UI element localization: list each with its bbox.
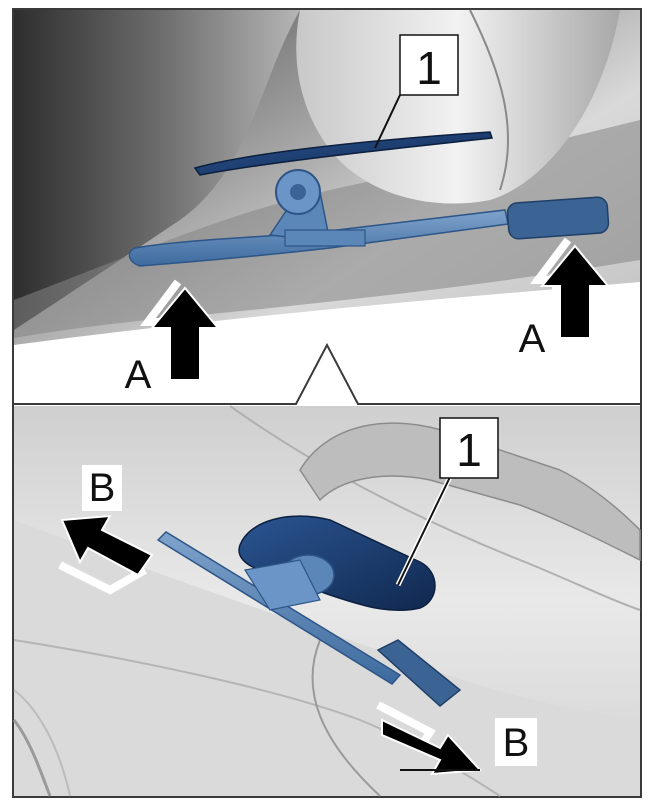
- arrow-outline: [58, 561, 147, 595]
- arrow-up-icon: [149, 286, 221, 381]
- fender: [296, 10, 620, 204]
- arrow-up-left-icon: [60, 514, 154, 577]
- tool-handle-grip: [376, 639, 462, 707]
- jack-pad: [193, 131, 494, 176]
- car-body-dark: [14, 10, 300, 330]
- wheel-arch: [12, 719, 52, 797]
- lower-body: [14, 520, 640, 796]
- panel-divider: [14, 342, 640, 405]
- callout-box: [399, 34, 459, 96]
- tool-clamp: [284, 229, 366, 247]
- wheel-arch-inner: [13, 689, 71, 797]
- door-line: [311, 639, 381, 797]
- callout-number: 1: [416, 42, 442, 94]
- callout-1-top: 1: [374, 34, 459, 149]
- lift-tool-bottom: [156, 531, 462, 707]
- callout-leader-line: [374, 94, 401, 149]
- callout-1-bottom: 1: [395, 417, 499, 587]
- callout-leader-line: [397, 476, 451, 586]
- bottom-panel: 1 B B: [12, 405, 641, 797]
- arrow-label: B: [503, 721, 530, 765]
- arrow-label: B: [89, 466, 116, 510]
- arrow-down-right-icon: [381, 718, 483, 776]
- label-backdrop: [495, 718, 537, 766]
- arrow-b-top: B: [58, 465, 154, 595]
- arrow-a-left: A: [125, 279, 221, 397]
- tool-bracket: [244, 559, 321, 611]
- tool-handle-grip: [506, 196, 610, 240]
- arrow-a-right: A: [519, 237, 611, 361]
- callout-box: [439, 417, 499, 479]
- callout-number: 1: [456, 424, 482, 476]
- top-panel: 1 A A: [14, 9, 640, 403]
- arrow-b-bottom: B: [376, 701, 537, 776]
- fender-edge: [469, 9, 510, 191]
- arrow-up-icon: [539, 244, 611, 339]
- label-backdrop: [82, 465, 122, 511]
- arrow-label: A: [125, 353, 152, 397]
- tool-pivot-hole: [290, 184, 306, 200]
- hood-crease: [229, 405, 641, 611]
- mirror-housing: [299, 422, 641, 562]
- lift-tool-top: [128, 169, 610, 267]
- arrow-label: A: [519, 317, 546, 361]
